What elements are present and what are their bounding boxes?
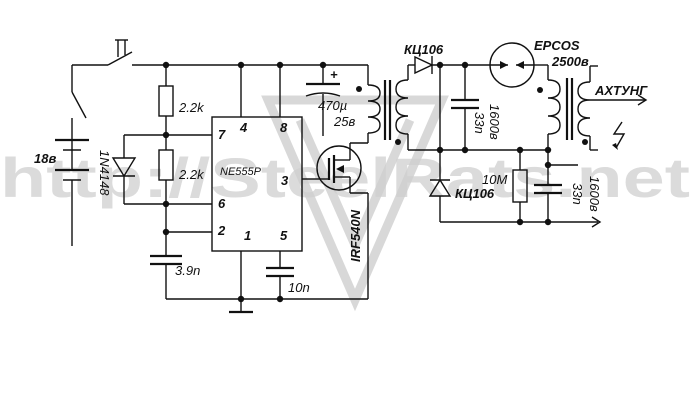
pin-1: 1 (244, 228, 251, 243)
mosfet-irf540n (316, 142, 369, 299)
c-ctrl-label: 10n (288, 280, 310, 295)
pin-6: 6 (218, 196, 226, 211)
pin-2: 2 (217, 223, 226, 238)
spark-gap-brand: EPCOS (534, 38, 580, 53)
spark-gap-voltage: 2500в (551, 54, 589, 69)
ic-label: NE555P (220, 166, 262, 178)
hv-transformer-primary (537, 79, 561, 150)
battery-label: 18в (34, 151, 56, 166)
mosfet-label: IRF540N (348, 209, 363, 262)
capacitor-mid (440, 65, 548, 151)
ic-ne555 (211, 65, 303, 299)
c-bulk-value: 470µ (318, 98, 347, 113)
resistor-10m (512, 150, 528, 222)
output-label: АХТУНГ (594, 83, 648, 98)
push-switch (72, 39, 160, 66)
diode-1n4148 (111, 135, 137, 204)
c-mid-value: 33n (472, 112, 487, 134)
pin-8: 8 (280, 120, 288, 135)
spark-icon (612, 121, 626, 149)
resistor-10m-label: 10M (482, 172, 507, 187)
r2-label: 2.2k (178, 167, 205, 182)
capacitor-timing (150, 232, 182, 299)
pin-3: 3 (281, 173, 289, 188)
pin-7: 7 (218, 127, 226, 142)
capacitor-control (266, 266, 294, 299)
capacitor-bulk (305, 65, 341, 128)
r1-label: 2.2k (178, 100, 205, 115)
c-bulk-voltage: 25в (333, 114, 355, 129)
diode-bottom-label: КЦ106 (455, 186, 495, 201)
pin-5: 5 (280, 228, 288, 243)
hv-transformer-secondary (577, 65, 598, 151)
diode-bottom (428, 150, 452, 222)
transformer-secondary (395, 65, 440, 151)
diode-top-label: КЦ106 (404, 42, 444, 57)
c-timing-label: 3.9n (175, 263, 200, 278)
battery-18v (55, 65, 89, 246)
pin-4: 4 (239, 120, 248, 135)
resistor-r2 (158, 135, 174, 204)
diode-1n4148-label: 1N4148 (97, 150, 112, 196)
transformer-primary (356, 65, 381, 143)
c-out-voltage: 1600в (587, 176, 602, 212)
c-mid-voltage: 1600в (487, 104, 502, 140)
spark-gap-epcos (489, 42, 535, 88)
c-bulk-plus: + (330, 67, 338, 82)
resistor-r1 (158, 65, 174, 135)
c-out-value: 33n (570, 183, 585, 205)
diode-top (408, 55, 490, 75)
